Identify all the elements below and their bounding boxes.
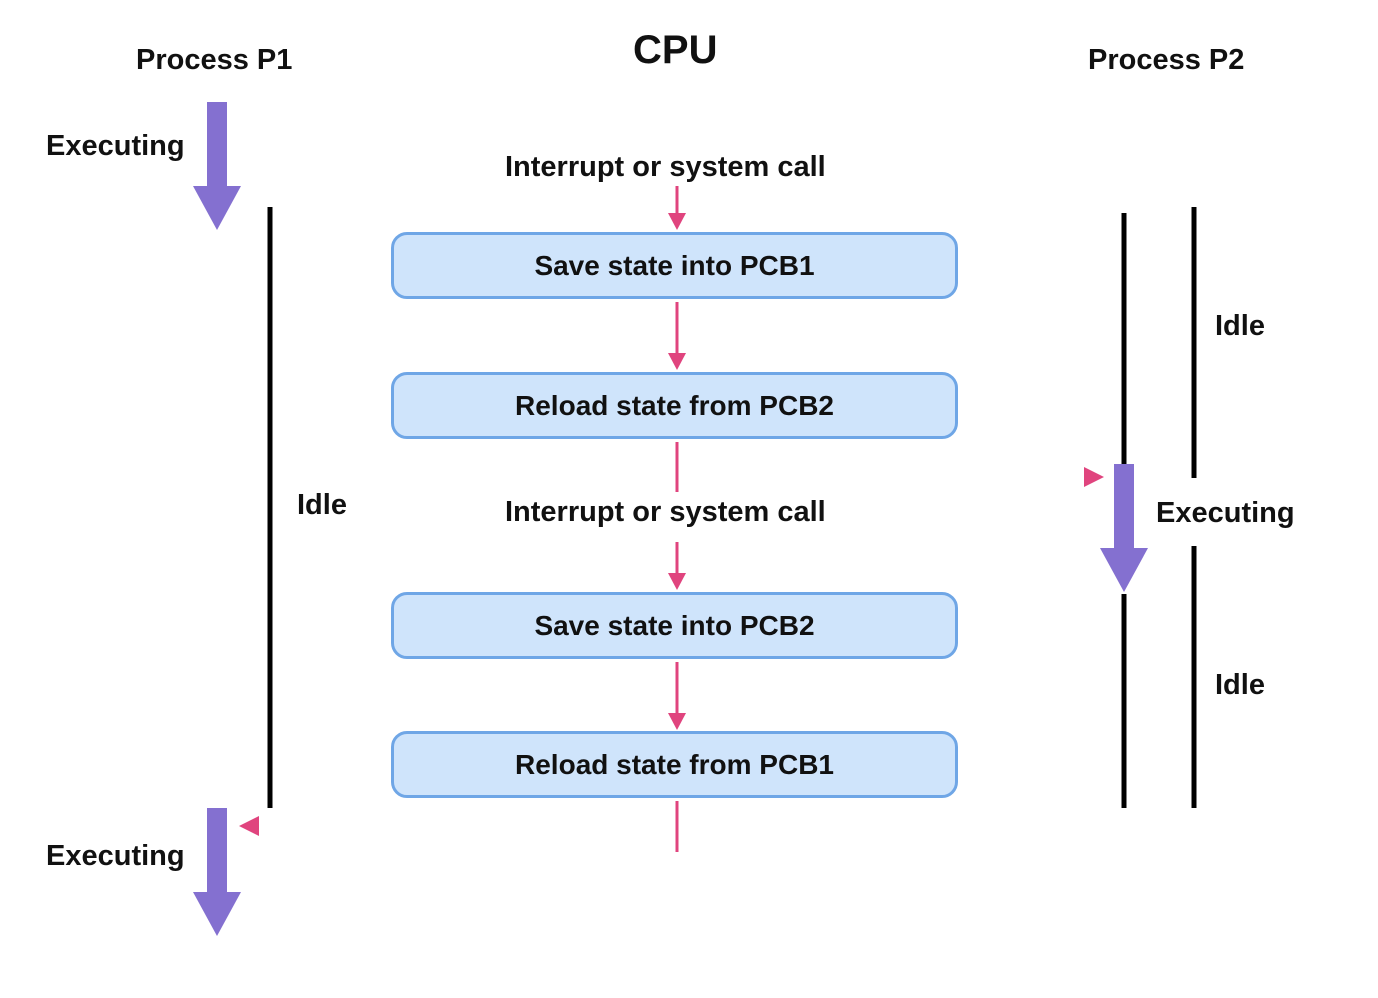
cpu-header: CPU	[633, 28, 718, 72]
process-p2-header: Process P2	[1088, 44, 1245, 76]
cpu-flow-arrow-4	[668, 542, 686, 590]
process-p1-header: Process P1	[136, 44, 293, 76]
p2-idle-label-bottom: Idle	[1215, 669, 1265, 701]
cpu-flow-arrow-2	[668, 302, 686, 370]
cpu-flow-arrow-5	[668, 662, 686, 730]
save-pcb1-box: Save state into PCB1	[391, 232, 958, 299]
p1-executing-label-bottom: Executing	[46, 840, 185, 872]
p1-idle-label: Idle	[297, 489, 347, 521]
p1-resume-marker	[239, 816, 259, 836]
p1-executing-label-top: Executing	[46, 130, 185, 162]
reload-pcb1-box: Reload state from PCB1	[391, 731, 958, 798]
p2-idle-label-top: Idle	[1215, 310, 1265, 342]
p2-executing-label: Executing	[1156, 497, 1295, 529]
p2-executing-arrow	[1100, 464, 1148, 592]
cpu-flow-arrow-1	[668, 186, 686, 230]
reload-pcb2-box: Reload state from PCB2	[391, 372, 958, 439]
save-pcb2-box: Save state into PCB2	[391, 592, 958, 659]
interrupt-label-1: Interrupt or system call	[505, 151, 826, 183]
p2-start-marker	[1084, 467, 1104, 487]
p1-executing-arrow-top	[193, 102, 241, 230]
p1-executing-arrow-bottom	[193, 808, 241, 936]
interrupt-label-2: Interrupt or system call	[505, 496, 826, 528]
